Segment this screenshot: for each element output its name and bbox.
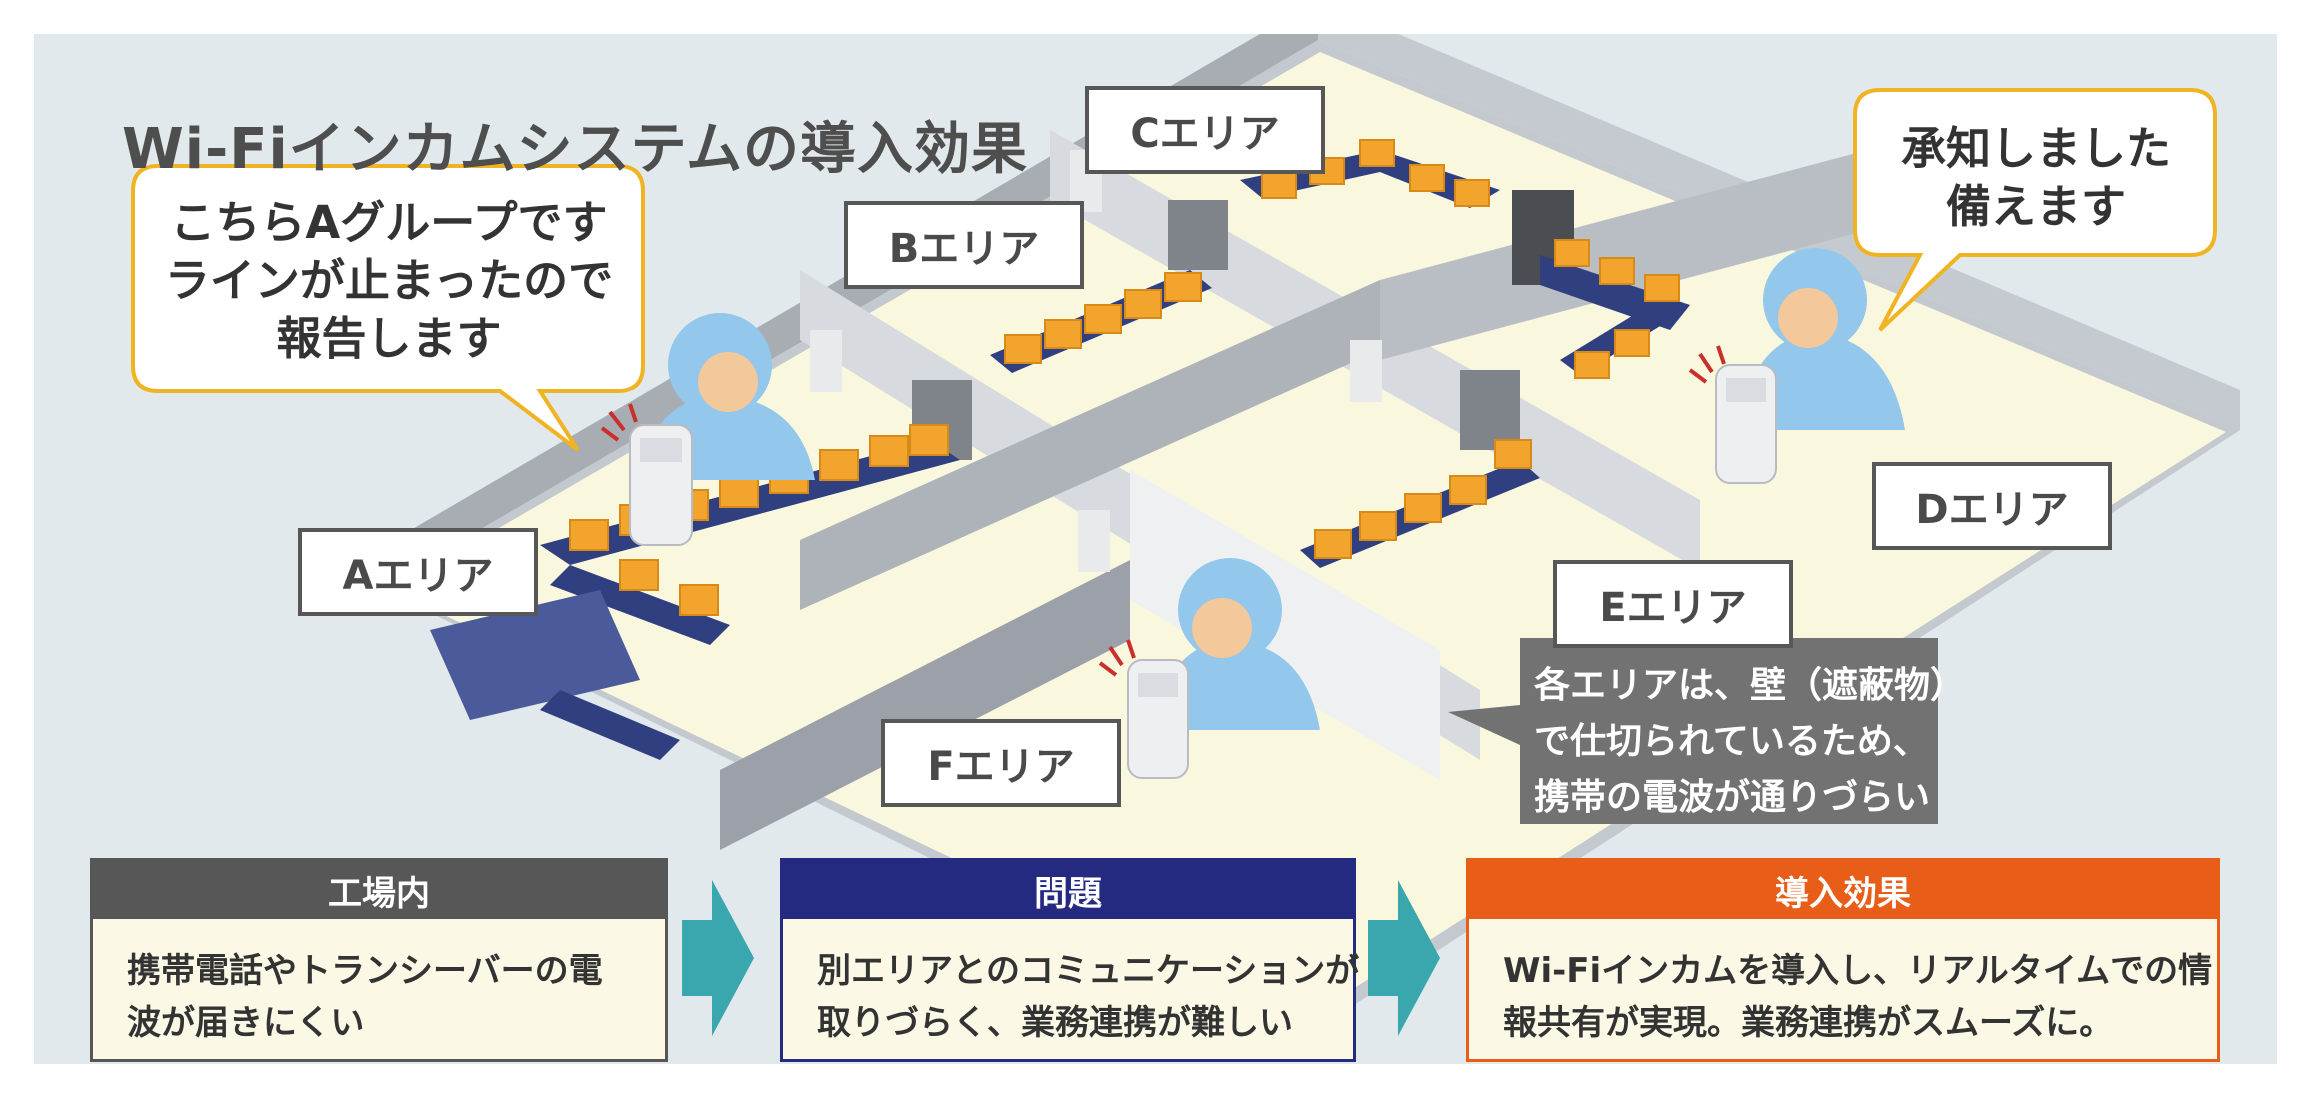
conveyor-a2 bbox=[550, 565, 730, 645]
worker-a bbox=[640, 313, 815, 480]
bubble-line: 承知しました bbox=[1900, 122, 2171, 175]
worker-d bbox=[1740, 248, 1905, 430]
speech-bubble-right bbox=[1853, 88, 2217, 332]
area-label-e: Eエリア bbox=[1553, 560, 1793, 648]
packing-machine bbox=[430, 590, 640, 720]
conveyor-c bbox=[1240, 150, 1500, 208]
dark-doorway bbox=[1168, 200, 1228, 270]
area-label-d: Dエリア bbox=[1872, 462, 2112, 550]
factory-illustration bbox=[131, 34, 2240, 1040]
intercom-radio-d bbox=[1688, 345, 1777, 484]
page-title: Wi-Fiインカムシステムの導入効果 bbox=[122, 117, 1028, 182]
door bbox=[810, 330, 842, 392]
partition-cd bbox=[1380, 120, 1980, 360]
speech-bubble-left bbox=[131, 164, 645, 452]
flow-arrow-2 bbox=[1368, 880, 1440, 1036]
note-line: で仕切られているため、 bbox=[1534, 721, 1929, 762]
speech-bubble-right-text: 承知しました 備えます bbox=[1856, 120, 2216, 236]
info-box-problem: 問題 別エリアとのコミュニケーションが 取りづらく、業務連携が難しい bbox=[780, 858, 1360, 1062]
worker-f bbox=[1155, 558, 1320, 730]
info-box-heading: 工場内 bbox=[93, 861, 665, 919]
info-box-body: 携帯電話やトランシーバーの電 波が届きにくい bbox=[93, 919, 665, 1049]
bubble-line: 報告します bbox=[276, 312, 502, 365]
info-box-line: 波が届きにくい bbox=[127, 1003, 365, 1043]
info-box-body: 別エリアとのコミュニケーションが 取りづらく、業務連携が難しい bbox=[783, 919, 1360, 1049]
partition-cross bbox=[800, 280, 1380, 610]
info-box-line: 携帯電話やトランシーバーの電 bbox=[127, 951, 603, 991]
bubble-line: 備えます bbox=[1945, 180, 2126, 233]
partition-ef bbox=[1130, 470, 1440, 780]
cargo-boxes bbox=[569, 139, 1680, 616]
packing-conveyor bbox=[540, 690, 680, 760]
door bbox=[1078, 510, 1110, 572]
info-box-heading: 問題 bbox=[783, 861, 1353, 919]
info-box-effect: 導入効果 Wi-Fiインカムを導入し、リアルタイムでの情 報共有が実現。業務連携… bbox=[1466, 858, 2220, 1062]
area-label-c: Cエリア bbox=[1085, 86, 1325, 174]
wall-note-text: 各エリアは、壁（遮蔽物） で仕切られているため、 携帯の電波が通りづらい bbox=[1534, 658, 1966, 826]
dark-doorway bbox=[1460, 370, 1520, 450]
area-label-b: Bエリア bbox=[844, 201, 1084, 289]
bubble-line: ラインが止まったので bbox=[164, 254, 614, 307]
flow-arrow-1 bbox=[682, 880, 754, 1036]
area-label-f: Fエリア bbox=[881, 719, 1121, 807]
info-box-heading: 導入効果 bbox=[1469, 861, 2217, 919]
wall-note-box bbox=[1520, 638, 1938, 824]
info-box-body: Wi-Fiインカムを導入し、リアルタイムでの情 報共有が実現。業務連携がスムーズ… bbox=[1469, 919, 2217, 1049]
door bbox=[1350, 340, 1382, 402]
info-box-line: Wi-Fiインカムを導入し、リアルタイムでの情 bbox=[1503, 951, 2213, 991]
diagram-panel: Wi-Fiインカムシステムの導入効果 Cエリア Bエリア Aエリア Dエリア E… bbox=[34, 34, 2277, 1064]
info-box-line: 報共有が実現。業務連携がスムーズに。 bbox=[1503, 1003, 2114, 1043]
wall-note-pointer bbox=[1448, 705, 1520, 745]
info-box-line: 別エリアとのコミュニケーションが bbox=[817, 951, 1360, 991]
info-box-line: 取りづらく、業務連携が難しい bbox=[817, 1003, 1293, 1043]
intercom-radio-a bbox=[600, 403, 693, 546]
bubble-line: こちらAグループです bbox=[170, 196, 608, 249]
intercom-radio-f bbox=[1098, 639, 1189, 779]
info-box-factory: 工場内 携帯電話やトランシーバーの電 波が届きにくい bbox=[90, 858, 668, 1062]
area-label-a: Aエリア bbox=[298, 528, 538, 616]
partition-front bbox=[720, 560, 1130, 850]
speech-bubble-left-text: こちらAグループです ラインが止まったので 報告します bbox=[134, 194, 644, 368]
note-line: 携帯の電波が通りづらい bbox=[1534, 777, 1931, 818]
note-line: 各エリアは、壁（遮蔽物） bbox=[1534, 665, 1967, 706]
